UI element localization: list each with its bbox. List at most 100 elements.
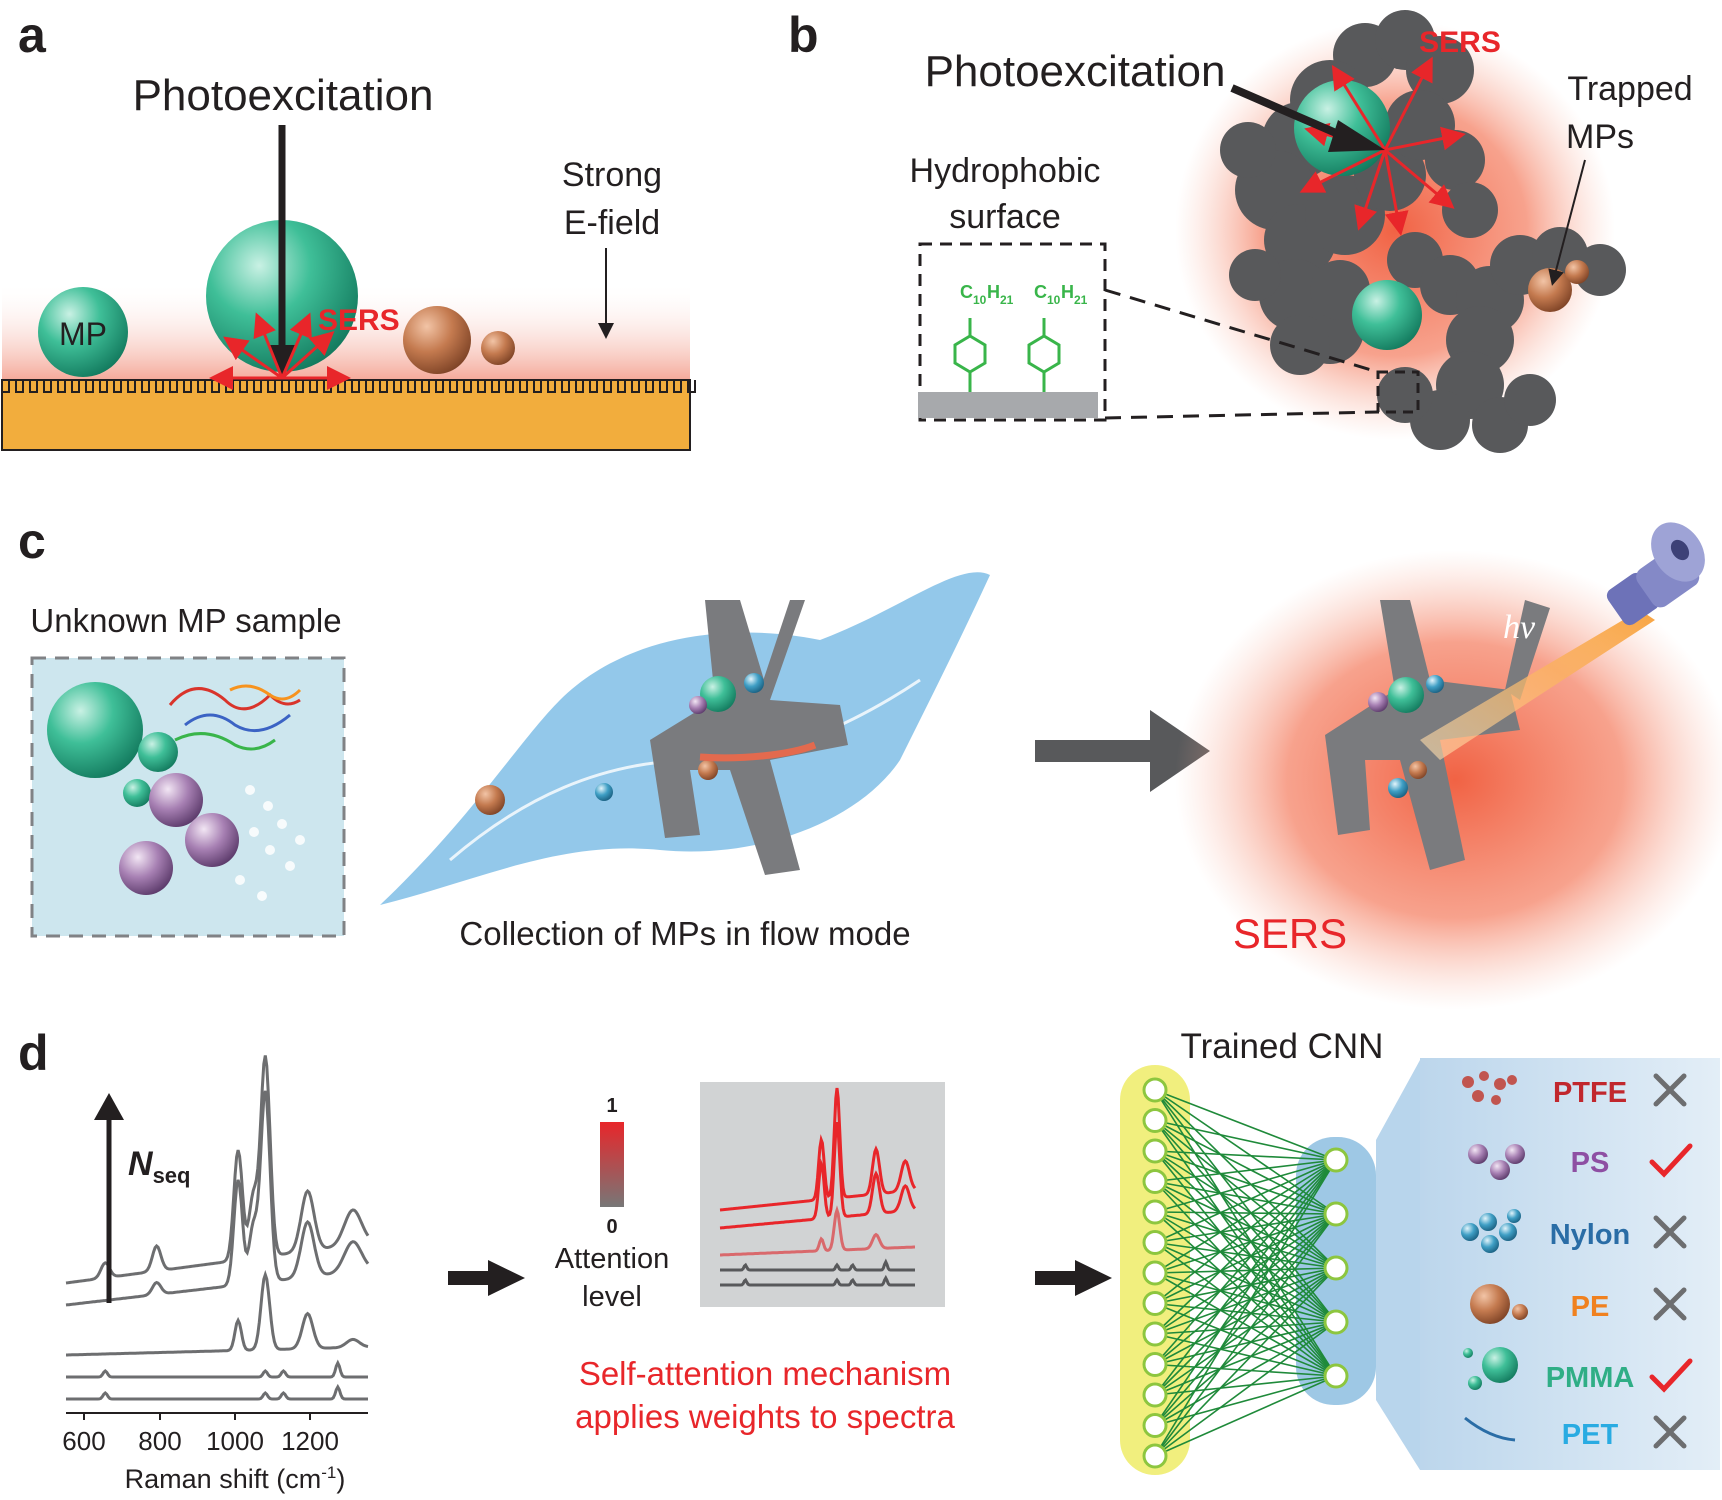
sers-rays-a bbox=[209, 312, 351, 390]
cnn-connection bbox=[1154, 1211, 1337, 1269]
hydrophobic-line2: surface bbox=[949, 198, 1061, 236]
photoexcitation-arrow-b bbox=[1230, 84, 1354, 144]
cnn-connection bbox=[1154, 1267, 1337, 1305]
sers-label-a: SERS bbox=[318, 304, 400, 337]
colorbar-min: 0 bbox=[606, 1216, 617, 1238]
input-node bbox=[1142, 1291, 1168, 1316]
spectrum-line bbox=[66, 1269, 369, 1357]
self-attention-line1: Self-attention mechanism bbox=[579, 1355, 951, 1392]
photoexcitation-arrowhead-b bbox=[1328, 120, 1385, 152]
cnn-connection bbox=[1154, 1159, 1337, 1213]
pmma-label: PMMA bbox=[1546, 1362, 1635, 1394]
cnn-connection bbox=[1154, 1302, 1337, 1377]
cross-icon bbox=[1653, 1287, 1687, 1321]
alkyl-label-2: C 10 H 21 bbox=[1034, 282, 1088, 307]
check-icon bbox=[1649, 1358, 1693, 1393]
weighted-spectra bbox=[719, 1087, 917, 1287]
pet-particle-icon bbox=[1464, 1416, 1516, 1442]
cnn-connection bbox=[1154, 1159, 1337, 1366]
pe-particle-icon bbox=[1470, 1284, 1528, 1324]
mp-sphere-orange-b-small bbox=[1565, 260, 1589, 284]
attention-colorbar: 1 0 Attention level bbox=[555, 1095, 669, 1313]
cnn-connection bbox=[1154, 1089, 1337, 1161]
cnn-connection bbox=[1154, 1159, 1337, 1396]
class-row-ptfe: PTFE bbox=[1462, 1071, 1687, 1109]
nseq-label: Nseq bbox=[128, 1145, 190, 1188]
spectrum-line bbox=[65, 1090, 370, 1307]
pmma-particle-icon bbox=[1463, 1347, 1518, 1390]
x-tick-label: 1000 bbox=[206, 1426, 264, 1456]
cnn-connection bbox=[1154, 1159, 1337, 1426]
input-node bbox=[1142, 1321, 1168, 1347]
cnn-connection bbox=[1154, 1267, 1337, 1396]
input-node bbox=[1142, 1382, 1168, 1408]
mp-sphere-orange-medium bbox=[403, 306, 471, 374]
spectrum-line bbox=[66, 1359, 368, 1379]
cnn-connection bbox=[1154, 1375, 1337, 1457]
photoexcitation-label-b: Photoexcitation bbox=[925, 47, 1226, 96]
input-node bbox=[1142, 1108, 1168, 1133]
hydrophobic-line1: Hydrophobic bbox=[910, 152, 1101, 190]
cnn-connection bbox=[1154, 1213, 1337, 1244]
trapped-line2: MPs bbox=[1566, 118, 1634, 156]
porous-frame-c2 bbox=[1325, 600, 1520, 870]
photoexcitation-arrowhead bbox=[268, 345, 296, 378]
output-expansion bbox=[1376, 1060, 1420, 1470]
cnn-network bbox=[1142, 1077, 1349, 1469]
weighted-spectrum-line bbox=[720, 1258, 915, 1272]
ps-label: PS bbox=[1571, 1147, 1610, 1179]
cnn-connection bbox=[1154, 1321, 1337, 1427]
collection-label: Collection of MPs in flow mode bbox=[459, 915, 910, 952]
cnn-connection bbox=[1154, 1363, 1337, 1377]
panel-b: b Photoexcitati bbox=[788, 7, 1693, 453]
ps-particle-icon bbox=[1468, 1144, 1525, 1180]
weighted-spectra-box bbox=[700, 1082, 945, 1307]
flow-arrow-d2 bbox=[1035, 1260, 1112, 1296]
panel-c: c Unknown MP sample bbox=[18, 513, 1722, 1010]
cnn-connection bbox=[1154, 1119, 1337, 1161]
input-node bbox=[1142, 1169, 1168, 1194]
cnn-connection bbox=[1154, 1150, 1337, 1161]
cnn-connection bbox=[1154, 1272, 1337, 1323]
output-node bbox=[1323, 1363, 1349, 1389]
output-node bbox=[1323, 1201, 1349, 1227]
benzene-rings bbox=[953, 318, 1061, 392]
x-tick-label: 600 bbox=[62, 1426, 105, 1456]
cnn-connection bbox=[1154, 1159, 1337, 1457]
unknown-sample-label: Unknown MP sample bbox=[30, 602, 341, 639]
flow-illustration bbox=[380, 572, 990, 905]
attention-line2: level bbox=[582, 1281, 642, 1313]
cnn-connection bbox=[1154, 1267, 1337, 1366]
cnn-connection bbox=[1154, 1267, 1337, 1457]
svg-text:10: 10 bbox=[973, 293, 987, 307]
mp-sphere-green-b2 bbox=[1352, 280, 1422, 350]
panel-b-letter: b bbox=[788, 7, 819, 63]
cnn-connection bbox=[1154, 1241, 1337, 1269]
inset-surface bbox=[918, 392, 1098, 418]
output-node bbox=[1323, 1255, 1349, 1281]
laser-beam bbox=[1420, 610, 1655, 760]
cnn-connection bbox=[1154, 1333, 1337, 1377]
cnn-connection bbox=[1154, 1321, 1337, 1396]
svg-text:10: 10 bbox=[1047, 293, 1061, 307]
x-tick-label: 800 bbox=[138, 1426, 181, 1456]
zoom-line-bottom bbox=[1104, 410, 1379, 420]
ptfe-particle-icon bbox=[1462, 1071, 1517, 1105]
cnn-connection bbox=[1154, 1213, 1337, 1396]
cnn-connection bbox=[1154, 1321, 1337, 1366]
input-node bbox=[1142, 1352, 1168, 1377]
cnn-connection bbox=[1154, 1213, 1337, 1274]
alkyl-label-1: C 10 H 21 bbox=[960, 282, 1014, 307]
strong-efield-line2: E-field bbox=[564, 204, 660, 242]
cnn-connection bbox=[1154, 1213, 1337, 1457]
porous-frame-c bbox=[650, 600, 848, 875]
mp-sphere-orange-small bbox=[481, 331, 515, 365]
output-node bbox=[1323, 1147, 1349, 1173]
weighted-spectrum-line bbox=[720, 1205, 915, 1257]
svg-text:H: H bbox=[1061, 282, 1074, 302]
output-node bbox=[1323, 1309, 1349, 1335]
trapped-pointer bbox=[1548, 159, 1586, 286]
